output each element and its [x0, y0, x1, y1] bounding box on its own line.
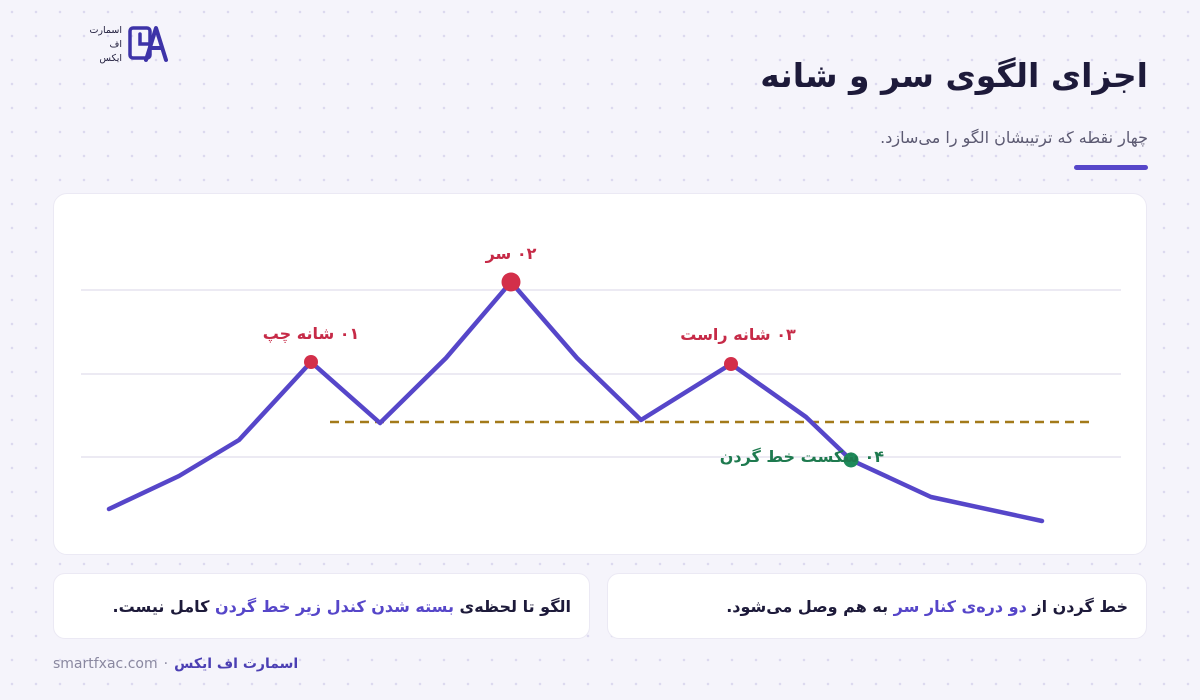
left-shoulder-label: ۰۱ شانه چپ [263, 324, 360, 344]
note-right-highlight: دو دره‌ی کنار سر [893, 596, 1027, 616]
price-line [106, 279, 1045, 524]
note-right-text: خط گردن از دو دره‌ی کنار سر به هم وصل می… [726, 597, 1128, 616]
note-right-part-1: خط گردن از [1026, 596, 1128, 616]
footer-url: smartfxac.com [53, 656, 158, 672]
gridlines [81, 289, 1121, 458]
note-left-part-1: الگو تا لحظه‌ی [453, 596, 571, 616]
footer-brand: اسمارت اف ایکس [174, 656, 299, 672]
logo-line-1: اسمارت [89, 25, 122, 36]
note-right-part-2: به هم وصل می‌شود. [726, 596, 894, 616]
logo-line-2: اف [109, 39, 123, 50]
page-subtitle: چهار نقطه که ترتیبشان الگو را می‌سازد. [880, 128, 1148, 147]
neckline-break-label: ۰۴ شکست خط گردن [720, 447, 885, 466]
page-title: اجزای الگوی سر و شانه [760, 56, 1148, 95]
pattern-diagram-card: ۰۱ شانه چپ ۰۲ سر ۰۳ شانه راست ۰۴ شکست خط… [53, 193, 1147, 555]
logo-mark-icon [128, 26, 168, 62]
footer-separator: · [163, 656, 169, 672]
logo: اسمارت اف ایکس [76, 20, 176, 72]
logo-line-3: ایکس [99, 53, 122, 64]
footer: اسمارت اف ایکس · smartfxac.com [53, 656, 298, 672]
neckline-break-point [843, 452, 859, 468]
head-label: ۰۲ سر [485, 244, 537, 263]
right-shoulder-label: ۰۳ شانه راست [680, 325, 796, 344]
title-accent-bar [1074, 165, 1148, 170]
head-point [501, 272, 521, 292]
note-left-part-2: کامل نیست. [112, 596, 216, 616]
neckline-definition-note: خط گردن از دو دره‌ی کنار سر به هم وصل می… [607, 573, 1147, 639]
logo-wordmark: اسمارت اف ایکس [76, 24, 122, 66]
note-left-highlight: بسته شدن کندل زیر خط گردن [215, 596, 454, 616]
pattern-completion-note: الگو تا لحظه‌ی بسته شدن کندل زیر خط گردن… [53, 573, 590, 639]
right-shoulder-point [724, 357, 738, 371]
head-and-shoulders-diagram: ۰۱ شانه چپ ۰۲ سر ۰۳ شانه راست ۰۴ شکست خط… [81, 244, 1121, 524]
left-shoulder-point [304, 355, 318, 369]
note-left-text: الگو تا لحظه‌ی بسته شدن کندل زیر خط گردن… [113, 597, 571, 616]
